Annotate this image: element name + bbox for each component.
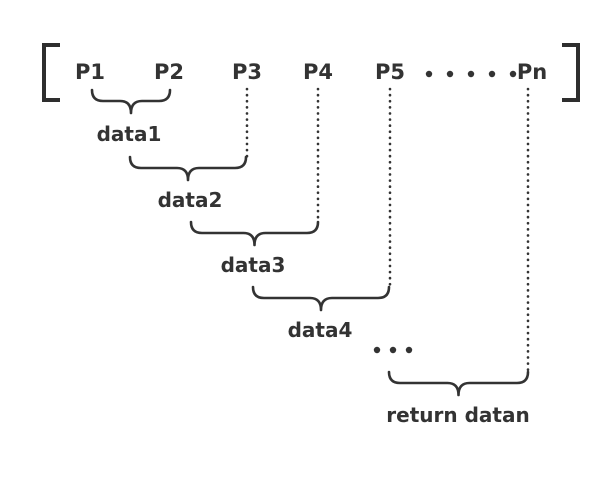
- pointer-label-pn: Pn: [517, 60, 547, 84]
- brace-data2: [128, 155, 248, 182]
- pointer-label-p4: P4: [303, 60, 333, 84]
- top-ellipsis-dot: [467, 70, 475, 78]
- brace-data4: [251, 285, 391, 312]
- mid-ellipsis-dot: [405, 346, 413, 354]
- top-ellipsis-dot: [509, 70, 517, 78]
- array-right-bracket: [562, 43, 580, 102]
- mid-ellipsis-dot: [373, 346, 381, 354]
- array-left-bracket: [42, 43, 60, 102]
- data-label-data1: data1: [97, 122, 162, 146]
- pointer-label-p2: P2: [154, 60, 184, 84]
- pointer-label-p3: P3: [232, 60, 262, 84]
- top-ellipsis-dot: [425, 70, 433, 78]
- top-ellipsis-dot: [488, 70, 496, 78]
- data-label-datan: return datan: [386, 403, 529, 427]
- mid-ellipsis-dot: [389, 346, 397, 354]
- pointer-label-p1: P1: [75, 60, 105, 84]
- brace-data3: [189, 220, 320, 247]
- data-labels-group: data1 data2 data3 data4 return datan: [97, 122, 530, 427]
- data-label-data2: data2: [158, 188, 223, 212]
- ellipsis-group: [373, 70, 517, 354]
- brace-datan: [387, 370, 530, 397]
- braces-group: [90, 88, 530, 397]
- pointer-labels-group: P1 P2 P3 P4 P5 Pn: [75, 60, 547, 84]
- top-ellipsis-dot: [446, 70, 454, 78]
- pointer-label-p5: P5: [375, 60, 405, 84]
- brace-data1: [90, 88, 172, 115]
- connector-lines-group: [245, 87, 530, 375]
- data-label-data3: data3: [221, 253, 286, 277]
- data-label-data4: data4: [288, 318, 353, 342]
